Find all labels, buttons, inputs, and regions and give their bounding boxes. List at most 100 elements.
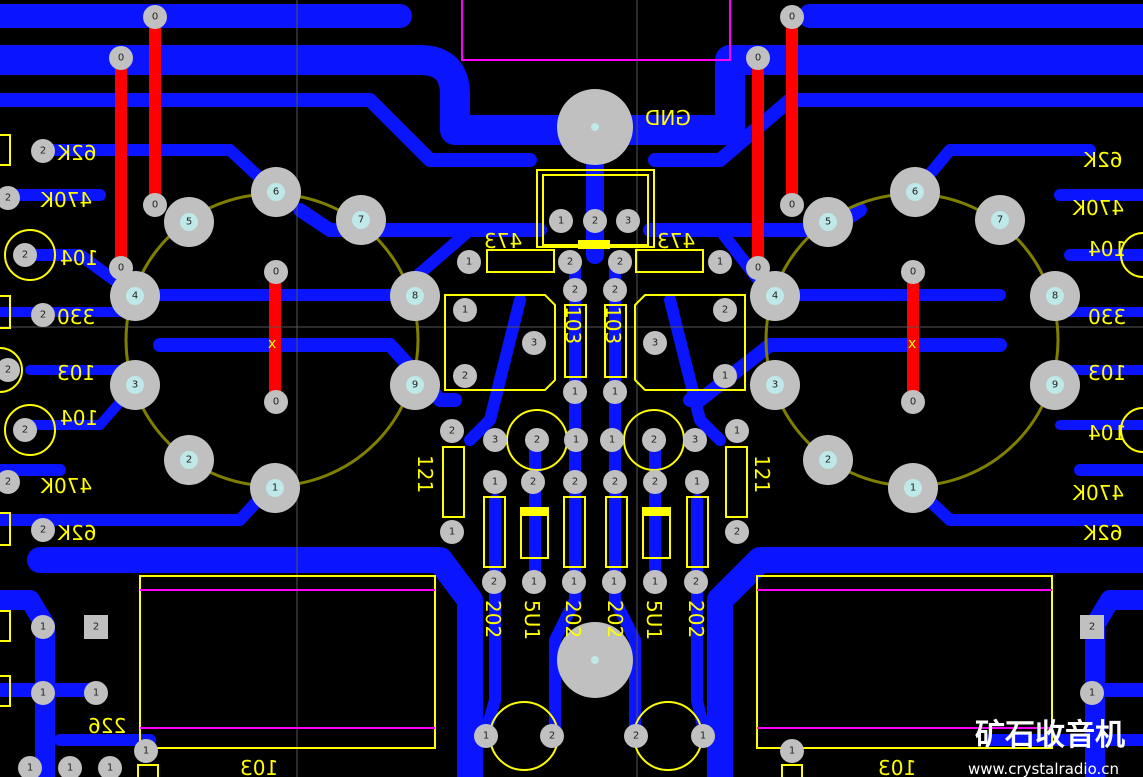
pad: 7: [336, 195, 386, 245]
pad-number: 9: [1052, 380, 1058, 391]
pad-ring: [1080, 681, 1104, 705]
pad-number: 1: [492, 477, 498, 488]
pad-number: 2: [5, 365, 11, 376]
pad-ring: [31, 681, 55, 705]
pad-ring: [643, 570, 667, 594]
mounting-holes: [557, 89, 633, 698]
pad: 2: [563, 470, 587, 494]
pad-number: 4: [132, 291, 138, 302]
pad-number: 0: [910, 397, 916, 408]
pad-number: 1: [722, 371, 728, 382]
jumper-mark-right: x: [908, 336, 916, 352]
pad: 1: [31, 681, 55, 705]
pad-number: 0: [152, 12, 158, 23]
pad-number: 0: [273, 267, 279, 278]
pad: 1: [685, 470, 709, 494]
label-473-left: 473: [484, 229, 522, 253]
pad: 1: [643, 570, 667, 594]
pad-ring: [643, 331, 667, 355]
pad-number: 4: [772, 291, 778, 302]
label-104-left-top: 104: [60, 246, 98, 270]
label-5u1-left: 5U1: [520, 600, 544, 640]
pad-ring: [713, 364, 737, 388]
square-pad-body: [1080, 615, 1104, 639]
pad-number: 1: [572, 387, 578, 398]
pad: 3: [616, 209, 640, 233]
pad-number: 0: [789, 12, 795, 23]
pad-ring: [684, 570, 708, 594]
pad-number: 2: [567, 257, 573, 268]
pad: 9: [390, 360, 440, 410]
pad-ring: [525, 428, 549, 452]
pad-ring: [522, 331, 546, 355]
pad: 1: [563, 380, 587, 404]
pad: 1: [250, 463, 300, 513]
pad-hole: [991, 211, 1009, 229]
pad-hole: [406, 376, 424, 394]
pad-ring: [453, 298, 477, 322]
pad-number: 7: [997, 215, 1003, 226]
pad-hole: [180, 213, 198, 231]
pad-hole: [126, 376, 144, 394]
pad-hole: [1046, 287, 1064, 305]
silkscreen-outlines: [0, 134, 1143, 777]
pad: 1: [31, 615, 55, 639]
pad: 2: [684, 570, 708, 594]
pad-ring: [18, 756, 42, 777]
pad-number: 1: [107, 763, 113, 774]
pad: 0: [901, 260, 925, 284]
pad: 2: [0, 358, 20, 382]
pad: 1: [98, 756, 122, 777]
watermark-url: www.crystalradio.cn: [968, 760, 1119, 777]
pad: 8: [1030, 271, 1080, 321]
pad-ring: [725, 520, 749, 544]
pad-hole: [352, 211, 370, 229]
pad-ring: [540, 724, 564, 748]
pad-ring: [563, 278, 587, 302]
pad-ring: [643, 470, 667, 494]
pad: 2: [563, 278, 587, 302]
pad-ring: [691, 724, 715, 748]
pad-number: 2: [5, 193, 11, 204]
pad-ring: [564, 428, 588, 452]
silkscreen-fills: [521, 240, 670, 516]
pad-number: 2: [633, 731, 639, 742]
pad-number: 2: [449, 426, 455, 437]
pad: 2: [13, 418, 37, 442]
label-103-right: 103: [1088, 361, 1126, 385]
pad: 1: [603, 380, 627, 404]
label-470k-right-top: 470K: [1072, 196, 1124, 220]
pad-ring: [746, 46, 770, 70]
pad: 3: [483, 428, 507, 452]
pad-number: 2: [612, 285, 618, 296]
pad: 2: [521, 470, 545, 494]
pad: 2: [603, 278, 627, 302]
pad: 0: [264, 260, 288, 284]
jumper-mark-left: x: [268, 336, 276, 352]
pad-hole: [1046, 376, 1064, 394]
pad: 1: [780, 739, 804, 763]
pad: 1: [440, 520, 464, 544]
pad-number: 6: [273, 187, 279, 198]
label-202-c: 202: [603, 600, 627, 638]
pad: 1: [602, 570, 626, 594]
pad-ring: [31, 139, 55, 163]
pad-ring: [901, 390, 925, 414]
pad-number: 1: [27, 763, 33, 774]
pad-number: 2: [572, 477, 578, 488]
pad: 0: [901, 390, 925, 414]
pad-ring: [58, 756, 82, 777]
pad: 2: [725, 520, 749, 544]
pad-hole: [267, 183, 285, 201]
pad: 1: [564, 428, 588, 452]
square-pad-body: [84, 615, 108, 639]
pad-number: 0: [755, 53, 761, 64]
pad-number: 2: [5, 477, 11, 488]
pad-ring: [84, 681, 108, 705]
pad-ring: [602, 570, 626, 594]
pad-hole: [406, 287, 424, 305]
pad: 7: [975, 195, 1025, 245]
pad: 1: [522, 570, 546, 594]
pad: 2: [624, 724, 648, 748]
